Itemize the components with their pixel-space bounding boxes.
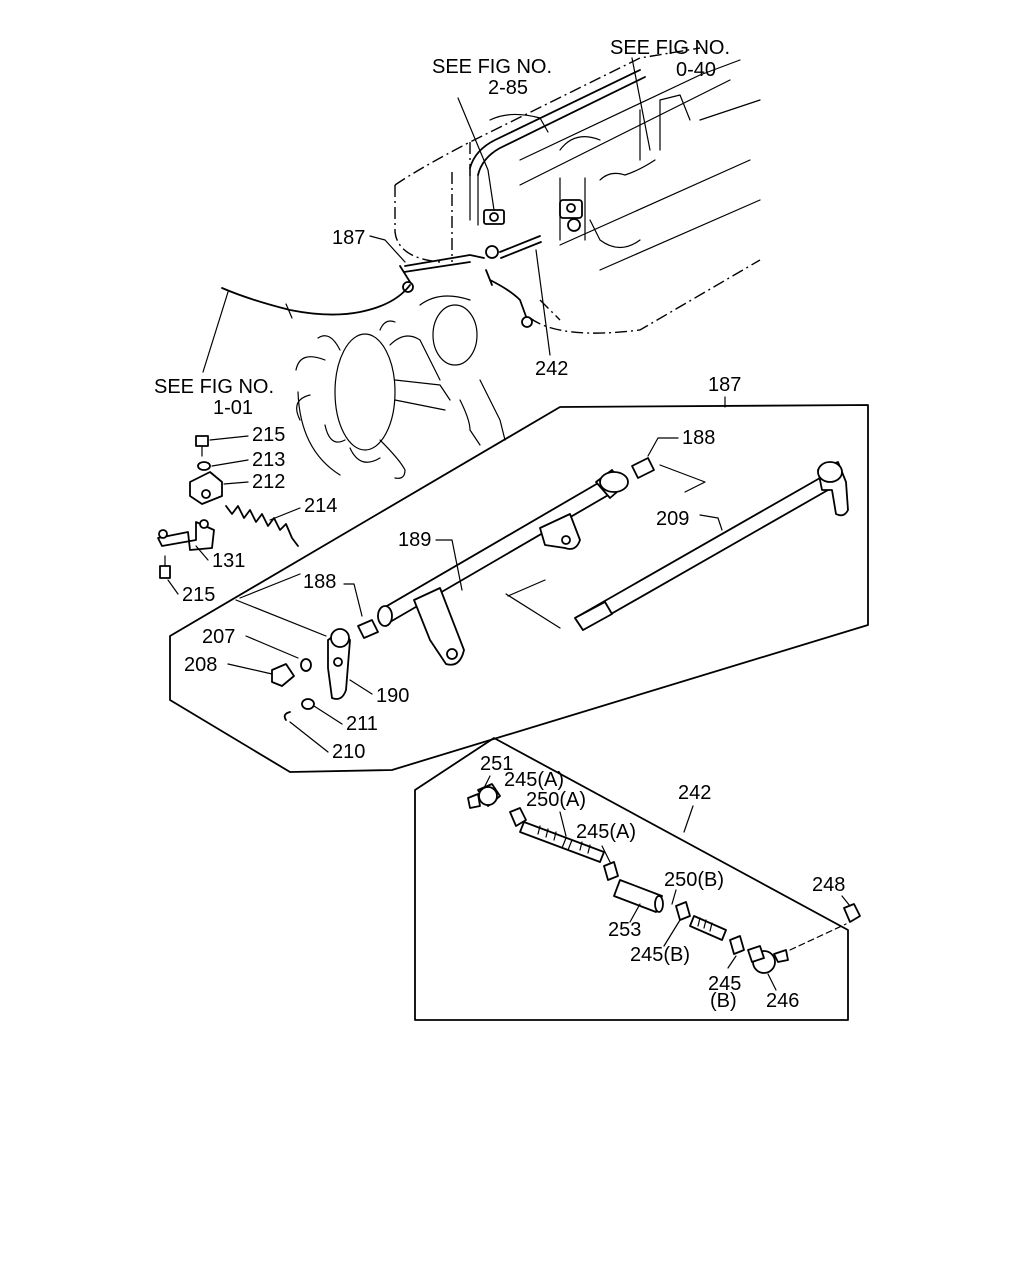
label-188-right: 188 [682, 427, 715, 449]
label-250b: 250(B) [664, 869, 724, 891]
shaft-189: 189 [377, 469, 629, 666]
label-213: 213 [252, 449, 285, 471]
ref-2-85-line2: 2-85 [488, 77, 528, 99]
label-253: 253 [608, 919, 641, 941]
label-211: 211 [346, 713, 378, 735]
label-242-top: 242 [535, 358, 568, 380]
label-250a: 250(A) [526, 789, 586, 811]
fan-illustration [295, 295, 506, 479]
label-248: 248 [812, 874, 845, 896]
ref-1-01-line2: 1-01 [213, 397, 253, 419]
washer-207: 207 [202, 626, 312, 672]
label-208: 208 [184, 654, 217, 676]
label-187-box: 187 [708, 374, 741, 396]
label-207: 207 [202, 626, 235, 648]
clip-210: 210 [283, 711, 365, 763]
assembly-187-frame: 187 [169, 374, 869, 773]
label-190: 190 [376, 685, 409, 707]
rod-250-b: 250(B) [664, 869, 727, 941]
label-215-bottom: 215 [182, 584, 215, 606]
nut-245-b-right: 245 (B) [708, 935, 745, 1012]
label-245b-right-sub: (B) [710, 990, 737, 1012]
ref-2-85-line1: SEE FIG NO. [432, 56, 552, 78]
nut-245-a-left: 245(A) [504, 769, 564, 827]
label-187-top: 187 [332, 227, 365, 249]
ref-0-40-line1: SEE FIG NO. [610, 37, 730, 59]
washer-211: 211 [301, 698, 378, 735]
label-131: 131 [212, 550, 245, 572]
bushing-188-right: 188 [631, 427, 715, 479]
nut-248: 248 [812, 874, 861, 923]
bracket-group: 215 213 212 214 131 215 [157, 424, 337, 637]
ref-0-40-line2: 0-40 [676, 59, 716, 81]
label-245a-left: 245(A) [504, 769, 564, 791]
label-209: 209 [656, 508, 689, 530]
label-189: 189 [398, 529, 431, 551]
sleeve-253: 253 [608, 879, 664, 941]
engine-illustration [221, 47, 761, 479]
nut-245-a-right: 245(A) [576, 821, 636, 881]
label-210: 210 [332, 741, 365, 763]
assembly-242-frame: 242 [414, 737, 849, 1021]
label-251: 251 [480, 753, 513, 775]
lever-190: 190 [327, 628, 409, 707]
ref-1-01-line1: SEE FIG NO. [154, 376, 274, 398]
nut-208: 208 [184, 654, 295, 687]
label-245b-left: 245(B) [630, 944, 690, 966]
label-215-top: 215 [252, 424, 285, 446]
rod-end-251: 251 [467, 753, 513, 809]
thread-marks [537, 825, 713, 932]
rod-209: 209 [505, 461, 849, 631]
label-214: 214 [304, 495, 337, 517]
rod-250-a: 250(A) [519, 789, 605, 863]
bushing-188-left: 188 [303, 571, 379, 639]
label-242-box: 242 [678, 782, 711, 804]
label-245a-right: 245(A) [576, 821, 636, 843]
label-212: 212 [252, 471, 285, 493]
rod-end-246: 246 [747, 923, 847, 1012]
label-245b-right-num: 245 [708, 973, 741, 995]
label-188-left: 188 [303, 571, 336, 593]
label-246: 246 [766, 990, 799, 1012]
nut-245-b-left: 245(B) [630, 901, 691, 966]
reference-callouts: SEE FIG NO. 2-85 SEE FIG NO. 0-40 SEE FI… [154, 37, 730, 419]
